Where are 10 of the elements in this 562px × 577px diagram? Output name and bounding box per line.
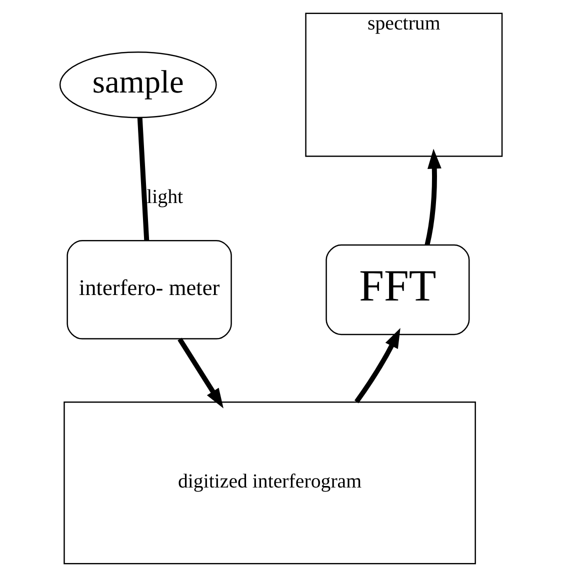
connector — [137, 118, 150, 241]
arrow — [354, 328, 400, 404]
node-box: spectrum — [305, 12, 503, 157]
node-box: interfero- meter — [66, 240, 232, 340]
node-ellipse: sample — [59, 52, 217, 118]
arrow — [178, 338, 224, 408]
node-box: FFT — [326, 244, 470, 336]
edge-label: light — [146, 186, 184, 208]
arrow — [424, 148, 442, 246]
node-box: digitized interferogram — [64, 402, 476, 564]
